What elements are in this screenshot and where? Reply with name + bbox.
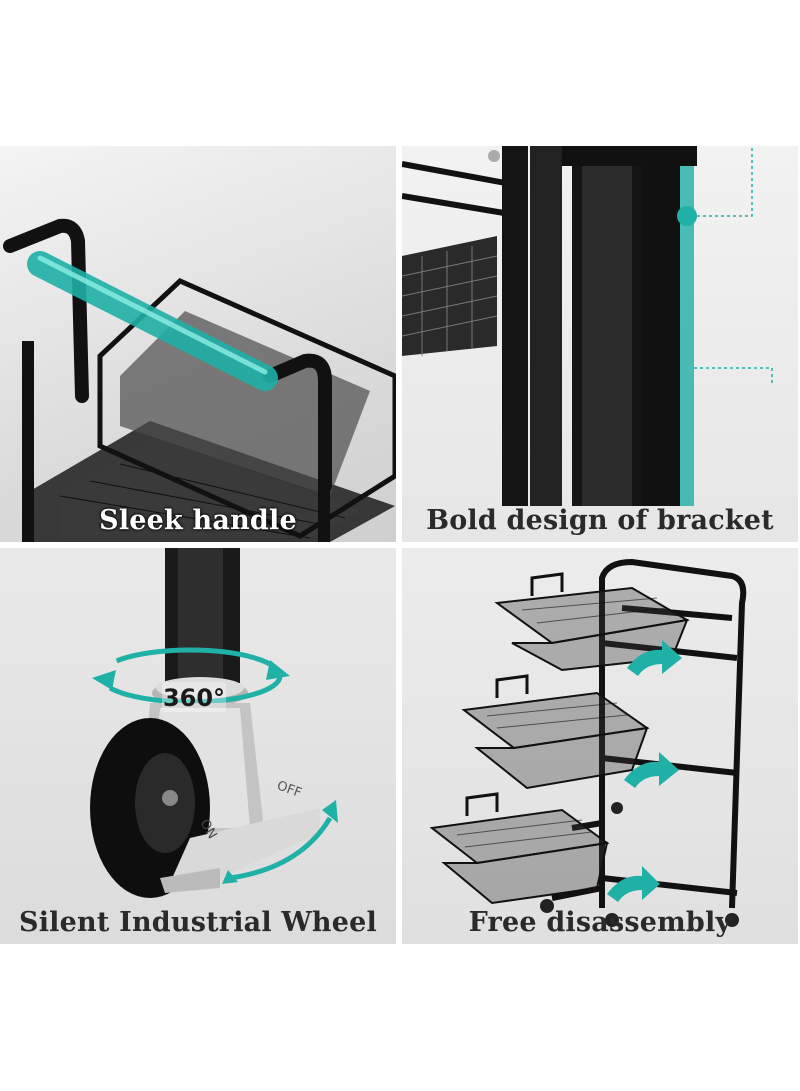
disassembly-illustration [429, 558, 747, 927]
caption-free-disassembly: Free disassembly [468, 907, 732, 938]
panel-bold-bracket: Bold design of bracket [402, 146, 798, 542]
panel-free-disassembly: Free disassembly [402, 548, 798, 944]
panel-industrial-wheel: 360° OFF ON Silent Industrial Wheel [0, 548, 396, 944]
caption-bold-bracket: Bold design of bracket [426, 505, 774, 536]
feature-grid: Sleek handle [0, 146, 800, 946]
caption-industrial-wheel: Silent Industrial Wheel [19, 907, 377, 938]
caption-sleek-handle: Sleek handle [99, 505, 297, 536]
lock-off-label: OFF [275, 778, 304, 801]
wheel-illustration: 360° OFF ON [90, 548, 338, 898]
panel-sleek-handle: Sleek handle [0, 146, 396, 542]
handle-illustration [3, 218, 396, 542]
bracket-illustration [402, 146, 773, 506]
rotation-label: 360° [163, 684, 225, 712]
